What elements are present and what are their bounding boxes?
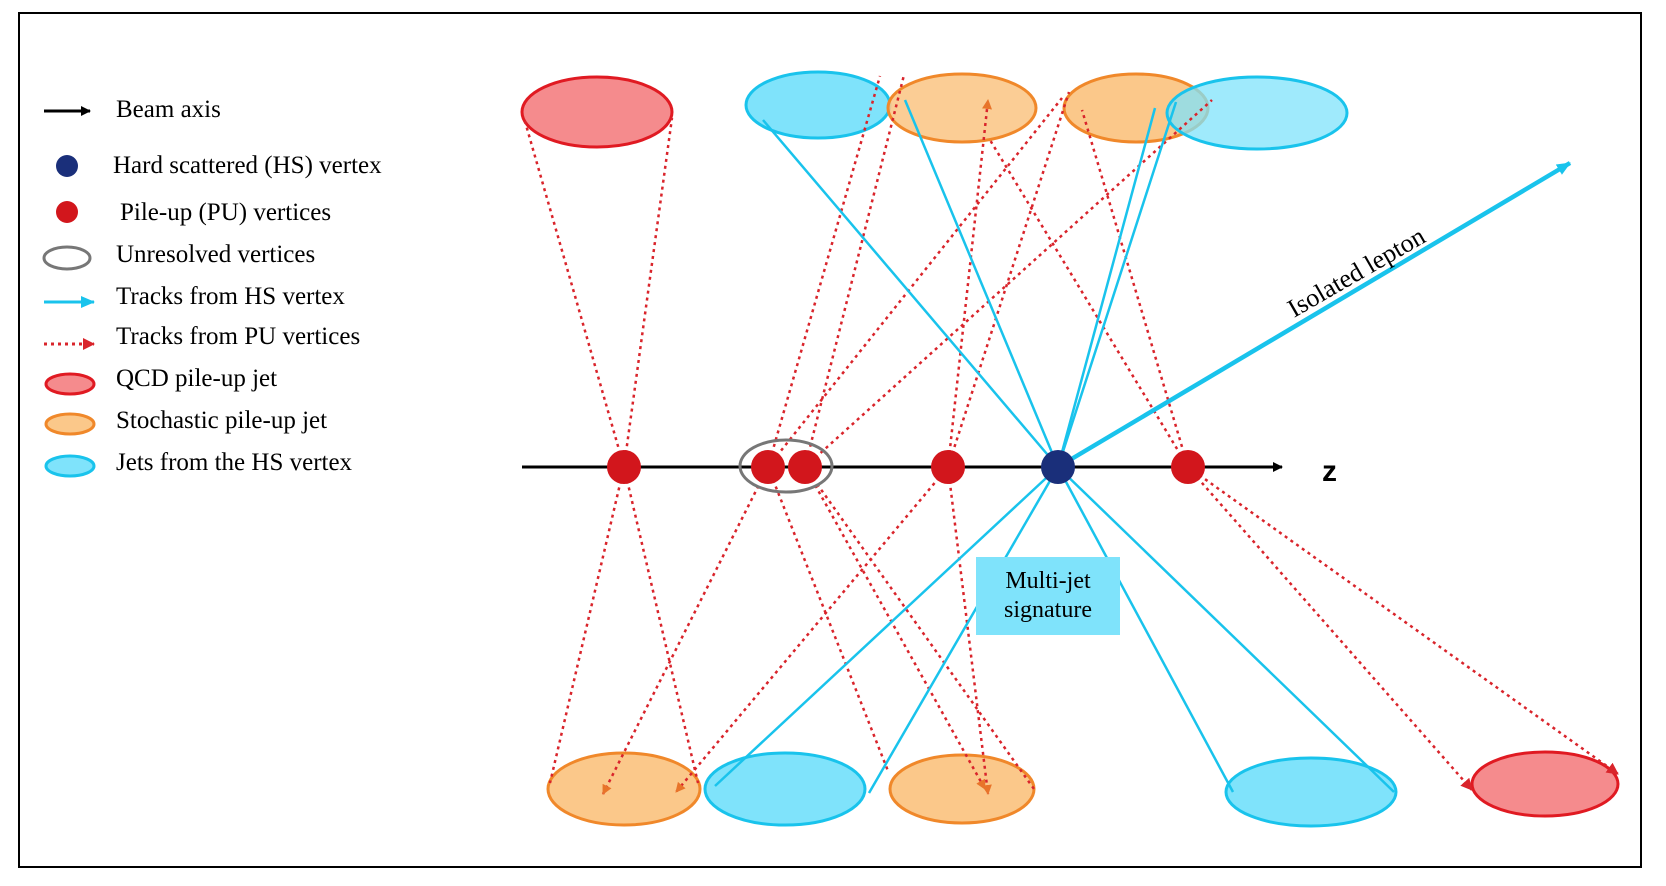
hs-track: [867, 466, 1060, 794]
stochastic-jet-bottom-2: [888, 753, 1036, 825]
multijet-label-line1: Multi-jet: [1005, 568, 1091, 594]
pu-track: [548, 466, 626, 784]
pu-track: [622, 466, 700, 784]
legend-label: Tracks from PU vertices: [116, 323, 360, 350]
red-ellipse-icon: [44, 372, 96, 396]
legend-item-pu-tracks: Tracks from PU vertices: [44, 323, 360, 350]
cyan-ellipse-icon: [44, 454, 96, 478]
legend-label: Beam axis: [116, 96, 221, 123]
qcd-jet-bottom: [1470, 750, 1620, 818]
hs-tracks: [714, 99, 1572, 794]
stochastic-jet-top-1: [886, 72, 1038, 144]
isolated-lepton-track: [1056, 161, 1572, 469]
legend-item-pu-vertices: Pile-up (PU) vertices: [56, 199, 331, 226]
isolated-lepton-label: Isolated lepton: [1283, 221, 1431, 323]
legend-item-hs-tracks: Tracks from HS vertex: [44, 283, 345, 310]
pu-track: [1187, 466, 1473, 791]
legend-label: Hard scattered (HS) vertex: [113, 152, 382, 179]
hs-track: [1056, 466, 1235, 793]
legend-item-unresolved: Unresolved vertices: [42, 241, 315, 271]
legend-label: Unresolved vertices: [116, 241, 315, 268]
pu-vertex: [931, 450, 965, 484]
pu-track: [675, 466, 949, 793]
pu-track: [522, 117, 626, 468]
pu-track: [766, 75, 882, 468]
hs-track: [1056, 101, 1178, 468]
pu-vertex-unresolved-2: [788, 450, 822, 484]
legend-label: Jets from the HS vertex: [116, 449, 353, 476]
hs-track: [903, 99, 1060, 468]
pu-track: [946, 99, 992, 468]
hs-track: [762, 119, 1059, 468]
pu-track: [946, 466, 992, 795]
pu-track: [601, 466, 770, 795]
legend-label: QCD pile-up jet: [116, 365, 277, 392]
multijet-signature-box: Multi-jet signature: [976, 557, 1120, 635]
beam-axis: z: [522, 455, 1337, 488]
pu-track: [803, 466, 1036, 790]
legend-label: Stochastic pile-up jet: [116, 407, 327, 434]
pu-vertex-qcd: [607, 450, 641, 484]
legend: Beam axis Hard scattered (HS) vertex Pil…: [42, 96, 382, 478]
qcd-jet-top: [520, 75, 674, 149]
pu-track: [988, 139, 1190, 468]
pu-track: [766, 466, 890, 772]
multijet-label-line2: signature: [1004, 597, 1092, 623]
hs-track: [714, 466, 1059, 787]
pu-track: [1187, 465, 1619, 776]
unresolved-vertices-ring: [738, 438, 834, 494]
z-axis-label: z: [1322, 455, 1337, 488]
red-dot-icon: [56, 201, 78, 223]
pu-track: [804, 99, 1213, 468]
legend-item-beam-axis: Beam axis: [44, 96, 221, 123]
pu-track: [767, 97, 1063, 468]
vertices: [607, 438, 1205, 494]
hs-vertex: [1041, 450, 1075, 484]
jets: [520, 70, 1620, 828]
hs-jet-bottom-2: [1224, 756, 1398, 828]
legend-item-hs-vertex: Hard scattered (HS) vertex: [56, 152, 382, 179]
hs-jet-bottom-1: [703, 751, 867, 827]
multijet-box: [976, 557, 1120, 635]
hs-track: [1056, 107, 1157, 468]
pu-vertex: [1171, 450, 1205, 484]
pu-tracks: [522, 74, 1619, 795]
pu-track: [1080, 109, 1190, 468]
dark-blue-dot-icon: [56, 155, 78, 177]
legend-item-hs-jets: Jets from the HS vertex: [44, 449, 353, 478]
legend-item-stochastic-jet: Stochastic pile-up jet: [44, 407, 327, 436]
legend-item-qcd-jet: QCD pile-up jet: [44, 365, 277, 396]
grey-ring-icon: [42, 245, 92, 271]
stochastic-jet-bottom-1: [546, 751, 702, 827]
pu-track: [803, 466, 987, 790]
orange-ellipse-icon: [44, 412, 96, 436]
pu-vertex-unresolved-1: [751, 450, 785, 484]
hs-jet-top-1: [744, 70, 892, 140]
legend-label: Tracks from HS vertex: [116, 283, 345, 310]
diagram-frame: [18, 12, 1642, 868]
legend-label: Pile-up (PU) vertices: [120, 199, 331, 226]
pu-track: [803, 74, 906, 468]
hs-jet-top-2: [1165, 75, 1349, 151]
pu-track: [946, 91, 1071, 468]
hs-track: [1057, 466, 1395, 793]
pu-track: [622, 117, 674, 468]
